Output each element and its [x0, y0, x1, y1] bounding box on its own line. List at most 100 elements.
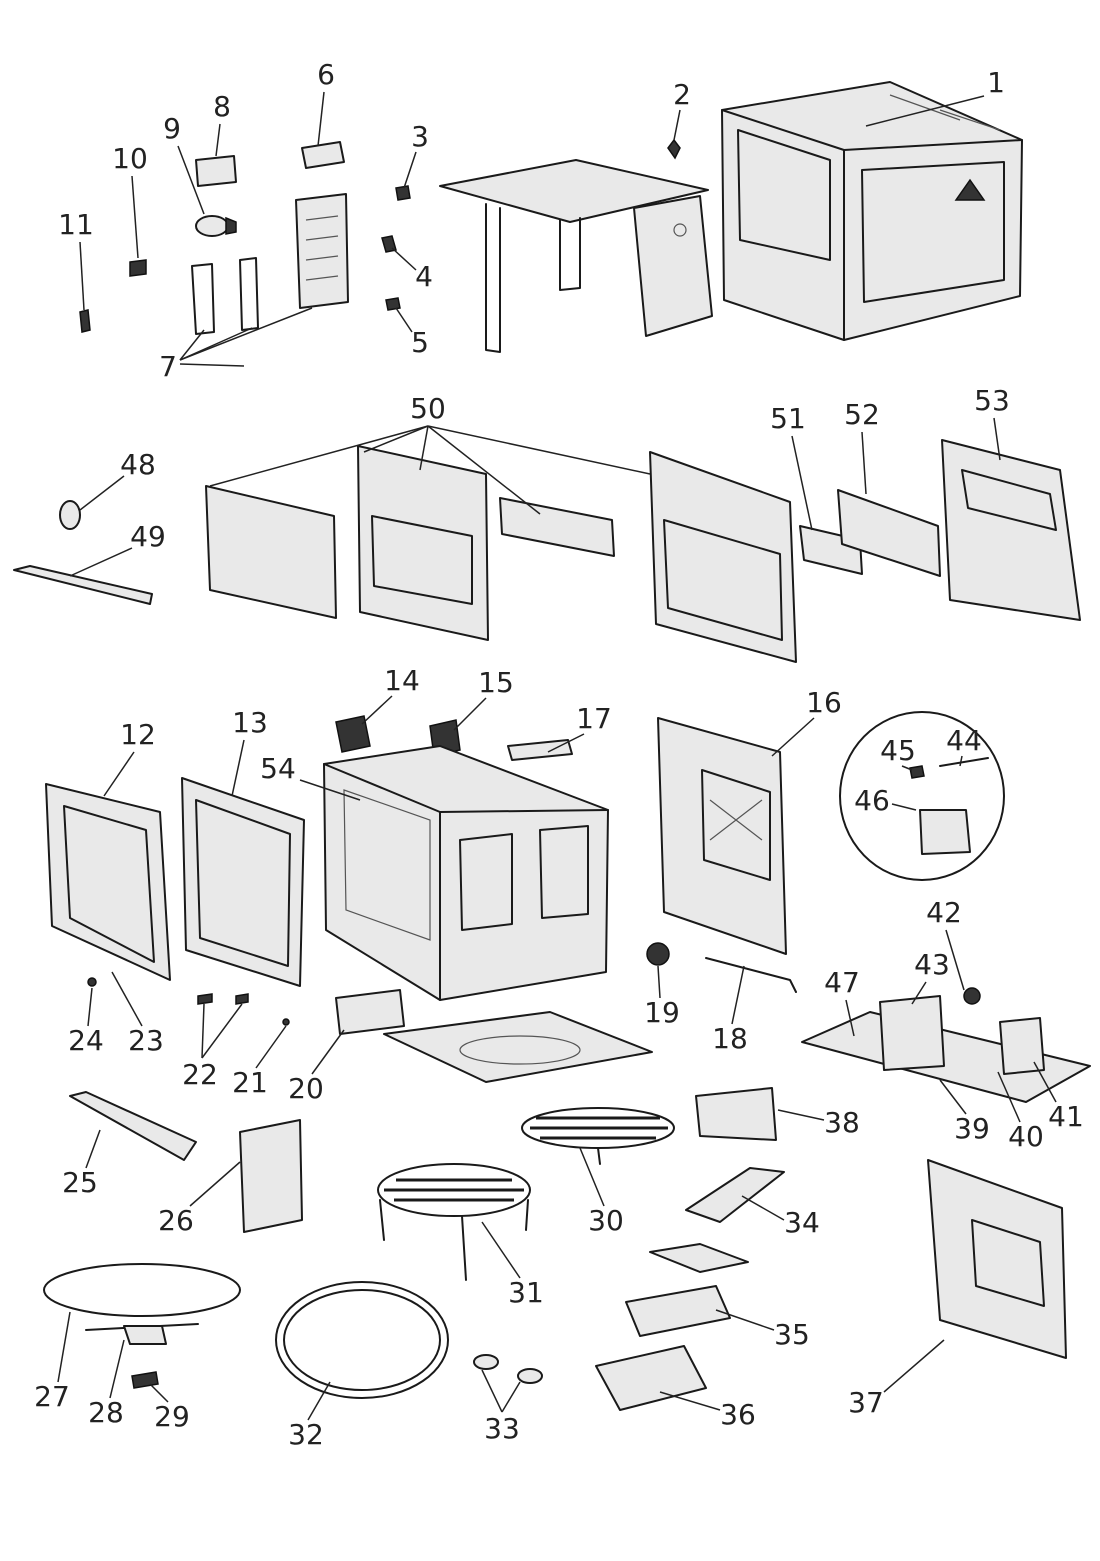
callout-1: 1 — [987, 66, 1005, 99]
callout-37: 37 — [848, 1386, 884, 1419]
leader-line-8 — [215, 123, 221, 157]
leader-line-50-2 — [363, 425, 429, 453]
leader-line-50-4 — [427, 425, 541, 515]
callout-5: 5 — [411, 326, 429, 359]
leader-line-11 — [79, 241, 85, 311]
leader-line-49 — [69, 547, 133, 577]
callout-34: 34 — [784, 1206, 820, 1239]
part-37-side-panel — [927, 1159, 1067, 1359]
part-9-lamp — [195, 215, 237, 237]
callout-32: 32 — [288, 1418, 324, 1451]
part-48-button — [59, 500, 81, 530]
leader-line-30 — [579, 1147, 605, 1207]
leader-line-22-1 — [201, 1003, 205, 1059]
leader-line-1 — [865, 95, 985, 127]
callout-47: 47 — [824, 966, 860, 999]
leader-line-43 — [911, 981, 927, 1005]
callout-24: 24 — [68, 1024, 104, 1057]
callout-12: 12 — [120, 718, 156, 751]
callout-50: 50 — [410, 392, 446, 425]
leader-line-42 — [945, 929, 965, 991]
part-2-screw — [667, 138, 681, 160]
leader-line-12 — [103, 751, 135, 797]
leader-line-47 — [845, 999, 855, 1037]
leader-line-31 — [481, 1221, 521, 1279]
leader-line-40 — [997, 1071, 1021, 1123]
leader-line-21 — [255, 1025, 287, 1069]
leader-line-23 — [111, 971, 143, 1027]
part-11-screw — [79, 309, 91, 333]
callout-45: 45 — [880, 734, 916, 767]
leader-line-6 — [317, 91, 325, 147]
callout-2: 2 — [673, 78, 691, 111]
latch-bracket — [191, 193, 349, 335]
part-38-cover — [695, 1087, 777, 1141]
leader-line-2 — [673, 109, 681, 141]
leader-line-19 — [657, 965, 661, 999]
callout-41: 41 — [1048, 1100, 1084, 1133]
leader-line-29 — [149, 1383, 169, 1403]
leader-line-36 — [659, 1391, 721, 1411]
leader-line-50-3 — [419, 425, 429, 471]
part-3-clip — [395, 185, 411, 201]
leader-line-26 — [189, 1161, 241, 1207]
leader-line-51 — [791, 435, 813, 531]
part-50-glass-panels — [205, 445, 615, 641]
callout-8: 8 — [213, 90, 231, 123]
callout-46: 46 — [854, 784, 890, 817]
leader-line-14 — [361, 695, 393, 725]
part-16-rear-panel — [657, 717, 787, 955]
callout-11: 11 — [58, 208, 94, 241]
part-53-door-panel — [941, 439, 1081, 621]
part-28-coupler — [85, 1323, 199, 1345]
callout-28: 28 — [88, 1396, 124, 1429]
leader-line-22-2 — [201, 1003, 243, 1059]
part-19-fan — [646, 942, 670, 966]
callout-39: 39 — [954, 1112, 990, 1145]
base-assembly — [801, 987, 1091, 1103]
part-27-ring — [43, 1263, 241, 1317]
part-52-control-bracket — [837, 489, 941, 577]
callout-7: 7 — [159, 350, 177, 383]
callout-43: 43 — [914, 948, 950, 981]
callout-27: 27 — [34, 1380, 70, 1413]
callout-25: 25 — [62, 1166, 98, 1199]
leader-line-35 — [715, 1309, 775, 1331]
leader-line-16 — [771, 717, 815, 757]
part-8-label — [195, 155, 237, 187]
part-12-door-frame — [45, 783, 171, 981]
leader-line-3 — [403, 151, 417, 189]
leader-line-41 — [1033, 1061, 1057, 1103]
part-34-handle — [685, 1167, 785, 1223]
callout-3: 3 — [411, 120, 429, 153]
callout-23: 23 — [128, 1024, 164, 1057]
leader-line-38 — [777, 1109, 825, 1121]
leader-lines — [57, 91, 1057, 1421]
callout-6: 6 — [317, 58, 335, 91]
part-32-glass-tray — [275, 1281, 449, 1399]
callout-31: 31 — [508, 1276, 544, 1309]
leader-line-17 — [547, 733, 585, 753]
part-18-heater-rod — [705, 957, 797, 993]
leader-line-24 — [87, 987, 93, 1027]
callout-26: 26 — [158, 1204, 194, 1237]
callout-51: 51 — [770, 402, 806, 435]
callout-9: 9 — [163, 112, 181, 145]
callout-48: 48 — [120, 448, 156, 481]
callout-30: 30 — [588, 1204, 624, 1237]
part-20-bracket — [335, 989, 405, 1035]
leader-line-32 — [307, 1381, 331, 1421]
leader-line-54 — [299, 779, 361, 801]
part-25-trim — [69, 1091, 197, 1161]
callout-29: 29 — [154, 1400, 190, 1433]
callout-52: 52 — [844, 398, 880, 431]
leader-line-33-1 — [481, 1369, 503, 1413]
part-1-outer-casing — [721, 81, 1023, 341]
part-49-handle — [13, 565, 153, 605]
leader-line-25 — [85, 1129, 101, 1169]
callout-15: 15 — [478, 666, 514, 699]
callout-54: 54 — [260, 752, 296, 785]
part-29-clip — [131, 1371, 159, 1389]
